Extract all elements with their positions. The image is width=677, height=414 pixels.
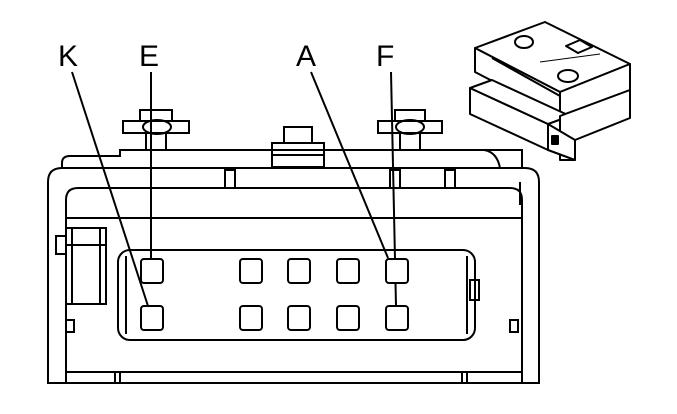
left-clip	[122, 109, 190, 151]
connector-face	[47, 109, 540, 384]
top-shell-right	[483, 149, 501, 169]
connector-thumbnail	[469, 21, 631, 161]
label-k: K	[58, 40, 78, 73]
center-tab	[283, 126, 313, 144]
top-shell	[61, 149, 523, 168]
terminal-cavity-area	[117, 249, 476, 341]
label-e: E	[139, 40, 159, 73]
left-latch-window	[65, 227, 107, 305]
cavity-top-2	[239, 258, 263, 284]
cavity-f	[385, 305, 409, 331]
right-clip	[377, 109, 443, 151]
cavity-bottom-2	[239, 305, 263, 331]
inner-wall	[65, 187, 523, 383]
leader-a	[310, 71, 389, 259]
cavity-e	[140, 258, 164, 284]
cavity-k	[140, 305, 164, 331]
label-f: F	[376, 40, 394, 73]
cavity-top-4	[336, 258, 360, 284]
cavity-a	[385, 258, 409, 284]
terminal-cavities	[140, 258, 409, 331]
cavity-bottom-3	[287, 305, 311, 331]
cavity-top-3	[287, 258, 311, 284]
cavity-bottom-4	[336, 305, 360, 331]
label-a: A	[296, 40, 316, 73]
